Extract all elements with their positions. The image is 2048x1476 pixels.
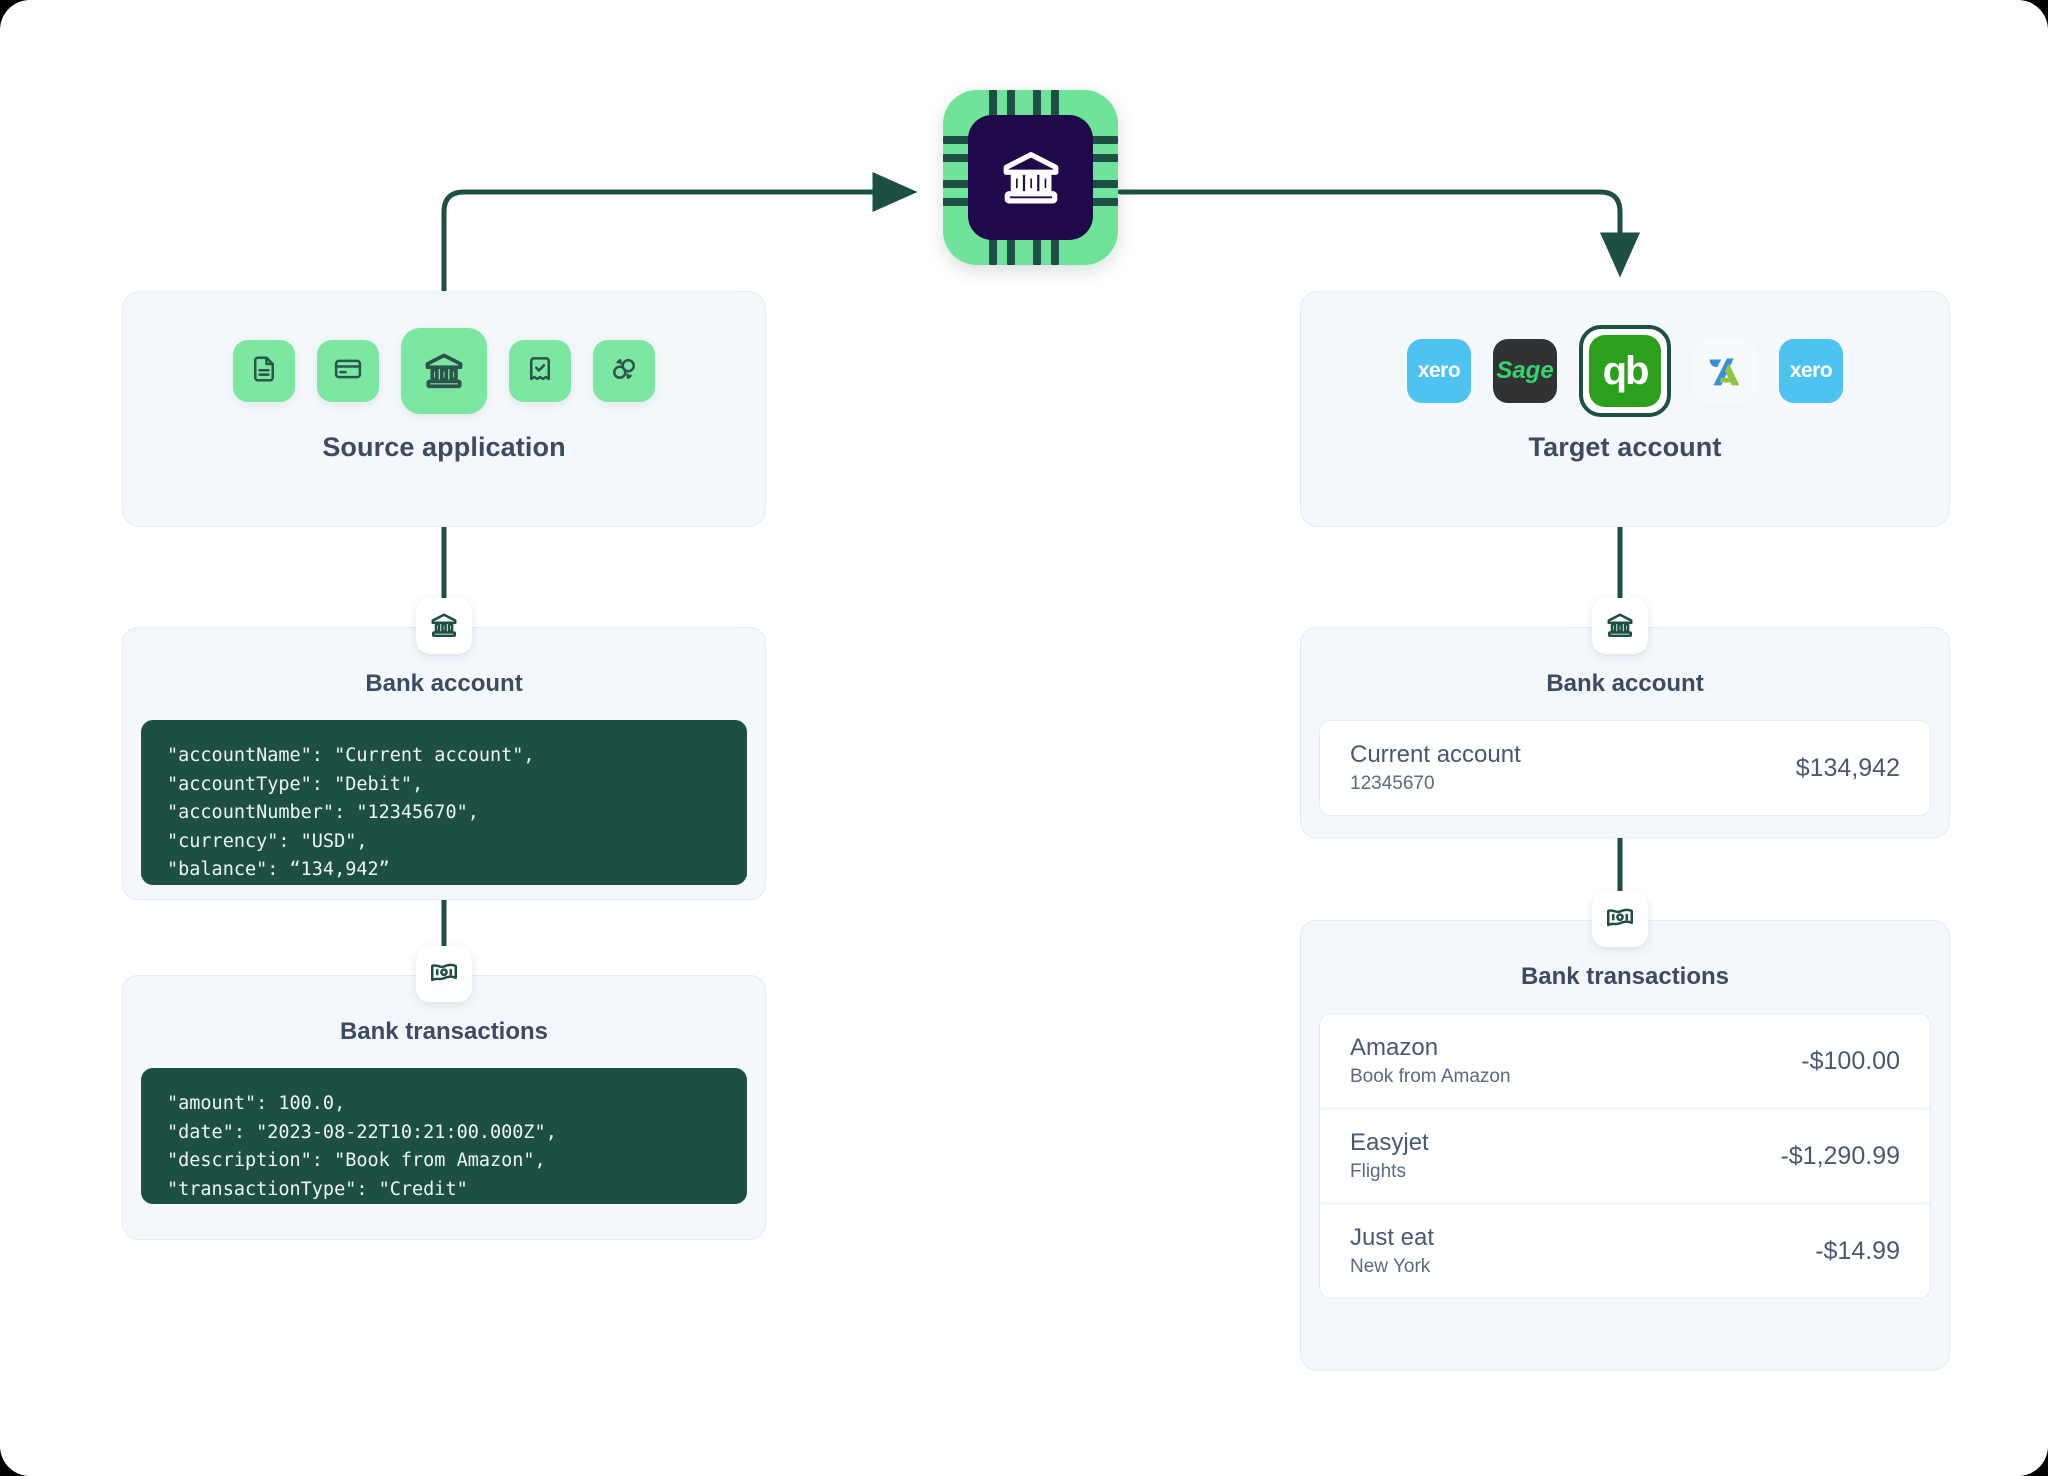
transaction-description: New York (1350, 1256, 1431, 1277)
table-row[interactable]: Just eat New York -$14.99 (1320, 1203, 1930, 1298)
table-row[interactable]: Easyjet Flights -$1,290.99 (1320, 1108, 1930, 1203)
source-icon-sync[interactable] (593, 340, 655, 402)
xero-logo[interactable]: xero (1407, 339, 1471, 403)
transaction-description: Flights (1350, 1161, 1406, 1182)
source-icon-document[interactable] (233, 340, 295, 402)
source-panel-title: Source application (322, 432, 566, 462)
transaction-description: Book from Amazon (1350, 1066, 1511, 1087)
transaction-name: Easyjet (1350, 1129, 1429, 1156)
banknote-icon (429, 957, 459, 992)
source-icon-credit-card[interactable] (317, 340, 379, 402)
target-panel-title: Target account (1528, 432, 1722, 462)
target-bank-account-badge (1592, 598, 1648, 654)
source-icon-bank[interactable] (401, 328, 487, 414)
target-bank-account-card: Bank account Current account 12345670 $1… (1300, 627, 1950, 838)
target-account-panel: xero Sage qb xero (1300, 291, 1950, 527)
freeagent-logo[interactable] (1693, 339, 1757, 403)
bank-data-chip (943, 90, 1118, 265)
source-bank-transactions-card: Bank transactions "amount": 100.0, "date… (122, 975, 766, 1240)
code-line: "date": "2023-08-22T10:21:00.000Z", (167, 1121, 557, 1143)
account-number: 12345670 (1350, 773, 1435, 794)
code-line: "balance": “134,942” (167, 859, 390, 880)
code-line: "currency": "USD", (167, 830, 368, 852)
sage-logo[interactable]: Sage (1493, 339, 1557, 403)
table-row[interactable]: Current account 12345670 $134,942 (1320, 721, 1930, 815)
source-bank-transactions-badge (416, 946, 472, 1002)
target-bank-transactions-badge (1592, 891, 1648, 947)
source-icon-receipt[interactable] (509, 340, 571, 402)
source-bank-transactions-code: "amount": 100.0, "date": "2023-08-22T10:… (141, 1068, 747, 1204)
transaction-name: Amazon (1350, 1034, 1439, 1061)
bank-icon (422, 347, 466, 396)
bank-icon (1605, 609, 1635, 644)
transaction-amount: -$100.00 (1801, 1046, 1900, 1075)
source-bank-account-badge (416, 598, 472, 654)
chip-inner (968, 115, 1093, 240)
freeagent-mark (1709, 358, 1740, 386)
transaction-amount: -$14.99 (1815, 1236, 1900, 1265)
quickbooks-logo-selected[interactable]: qb (1579, 325, 1671, 417)
xero-logo-label: xero (1789, 359, 1833, 382)
chip-pins (943, 90, 1118, 265)
banknote-icon (1605, 902, 1635, 937)
target-bank-account-title: Bank account (1546, 670, 1704, 697)
sage-logo-label: Sage (1496, 357, 1554, 384)
target-bank-transactions-list: Amazon Book from Amazon -$100.00 Easyjet… (1319, 1013, 1931, 1299)
code-line: "amount": 100.0, (167, 1093, 346, 1114)
target-bank-transactions-title: Bank transactions (1520, 963, 1730, 990)
bank-icon (429, 609, 459, 644)
source-icon-row (123, 316, 765, 426)
source-bank-account-code: "accountName": "Current account", "accou… (141, 720, 747, 885)
code-line: "transactionType": "Credit" (167, 1178, 468, 1200)
code-line: "accountName": "Current account", (167, 745, 535, 766)
target-bank-account-list: Current account 12345670 $134,942 (1319, 720, 1931, 816)
transaction-amount: -$1,290.99 (1780, 1141, 1900, 1170)
sync-arrows-icon (609, 354, 639, 389)
source-bank-account-card: Bank account "accountName": "Current acc… (122, 627, 766, 900)
target-logo-row: xero Sage qb xero (1301, 316, 1949, 426)
source-bank-transactions-title: Bank transactions (339, 1018, 549, 1045)
table-row[interactable]: Amazon Book from Amazon -$100.00 (1320, 1014, 1930, 1108)
transaction-name: Just eat (1350, 1224, 1435, 1251)
xero-logo[interactable]: xero (1779, 339, 1843, 403)
quickbooks-logo-label: qb (1602, 348, 1650, 393)
account-name: Current account (1350, 741, 1521, 768)
source-bank-account-title: Bank account (365, 670, 523, 697)
target-bank-transactions-card: Bank transactions Amazon Book from Amazo… (1300, 920, 1950, 1370)
quickbooks-logo: qb (1589, 335, 1661, 407)
code-line: "accountNumber": "12345670", (167, 802, 479, 823)
credit-card-icon (333, 354, 363, 389)
source-application-panel: Source application (122, 291, 766, 527)
account-balance: $134,942 (1795, 753, 1900, 782)
xero-logo-label: xero (1417, 359, 1461, 382)
document-icon (249, 354, 279, 389)
receipt-check-icon (525, 354, 555, 389)
code-line: "description": "Book from Amazon", (167, 1150, 546, 1171)
bank-icon (998, 142, 1064, 213)
code-line: "accountType": "Debit", (167, 773, 424, 795)
